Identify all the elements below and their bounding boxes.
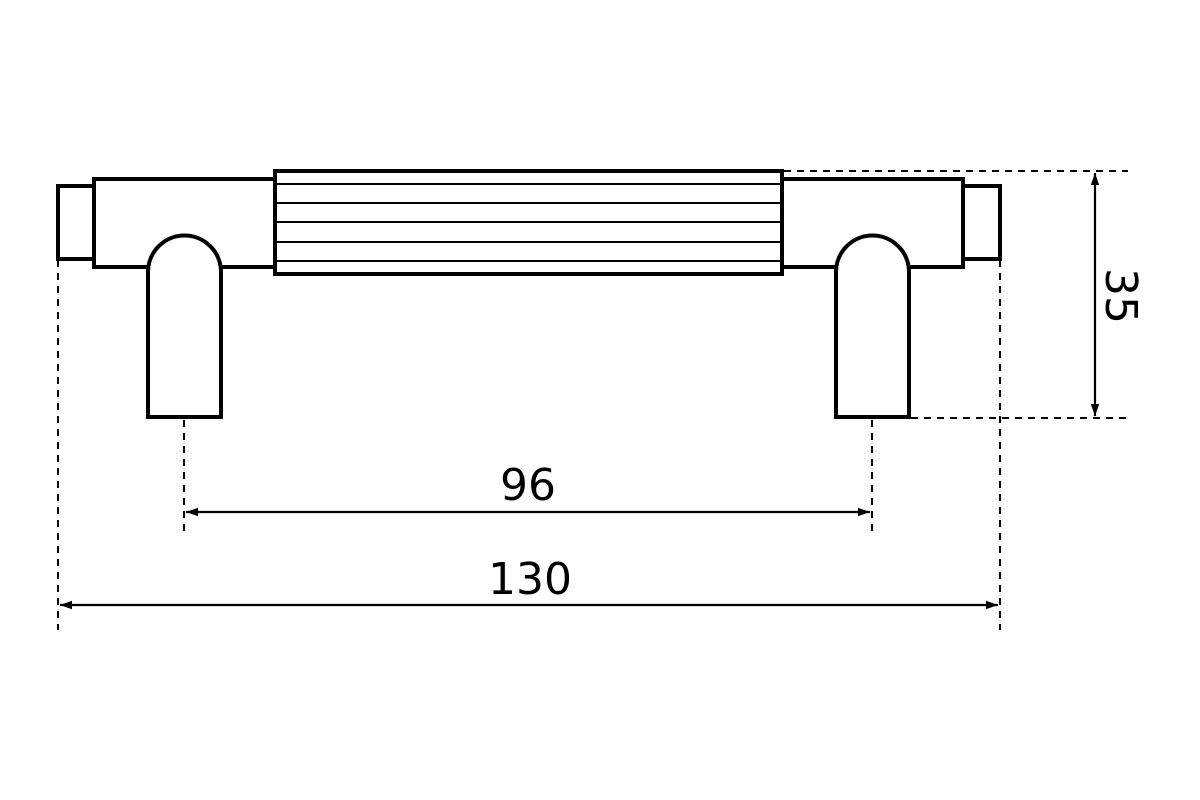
height-dimension: 35 — [1090, 173, 1146, 416]
left-end-cap — [56, 184, 96, 261]
overall-length-label: 130 — [488, 554, 572, 605]
extension-lines — [57, 170, 1128, 630]
hole-spacing-label: 96 — [500, 460, 556, 511]
left-post — [146, 233, 223, 419]
right-end-cap — [961, 184, 1002, 261]
overall-length-dimension: 130 — [60, 554, 998, 610]
right-post — [834, 233, 911, 419]
hole-spacing-dimension: 96 — [186, 460, 870, 517]
handle-outline — [56, 169, 1002, 419]
grip-grooves — [275, 183, 782, 262]
height-label: 35 — [1095, 268, 1146, 324]
